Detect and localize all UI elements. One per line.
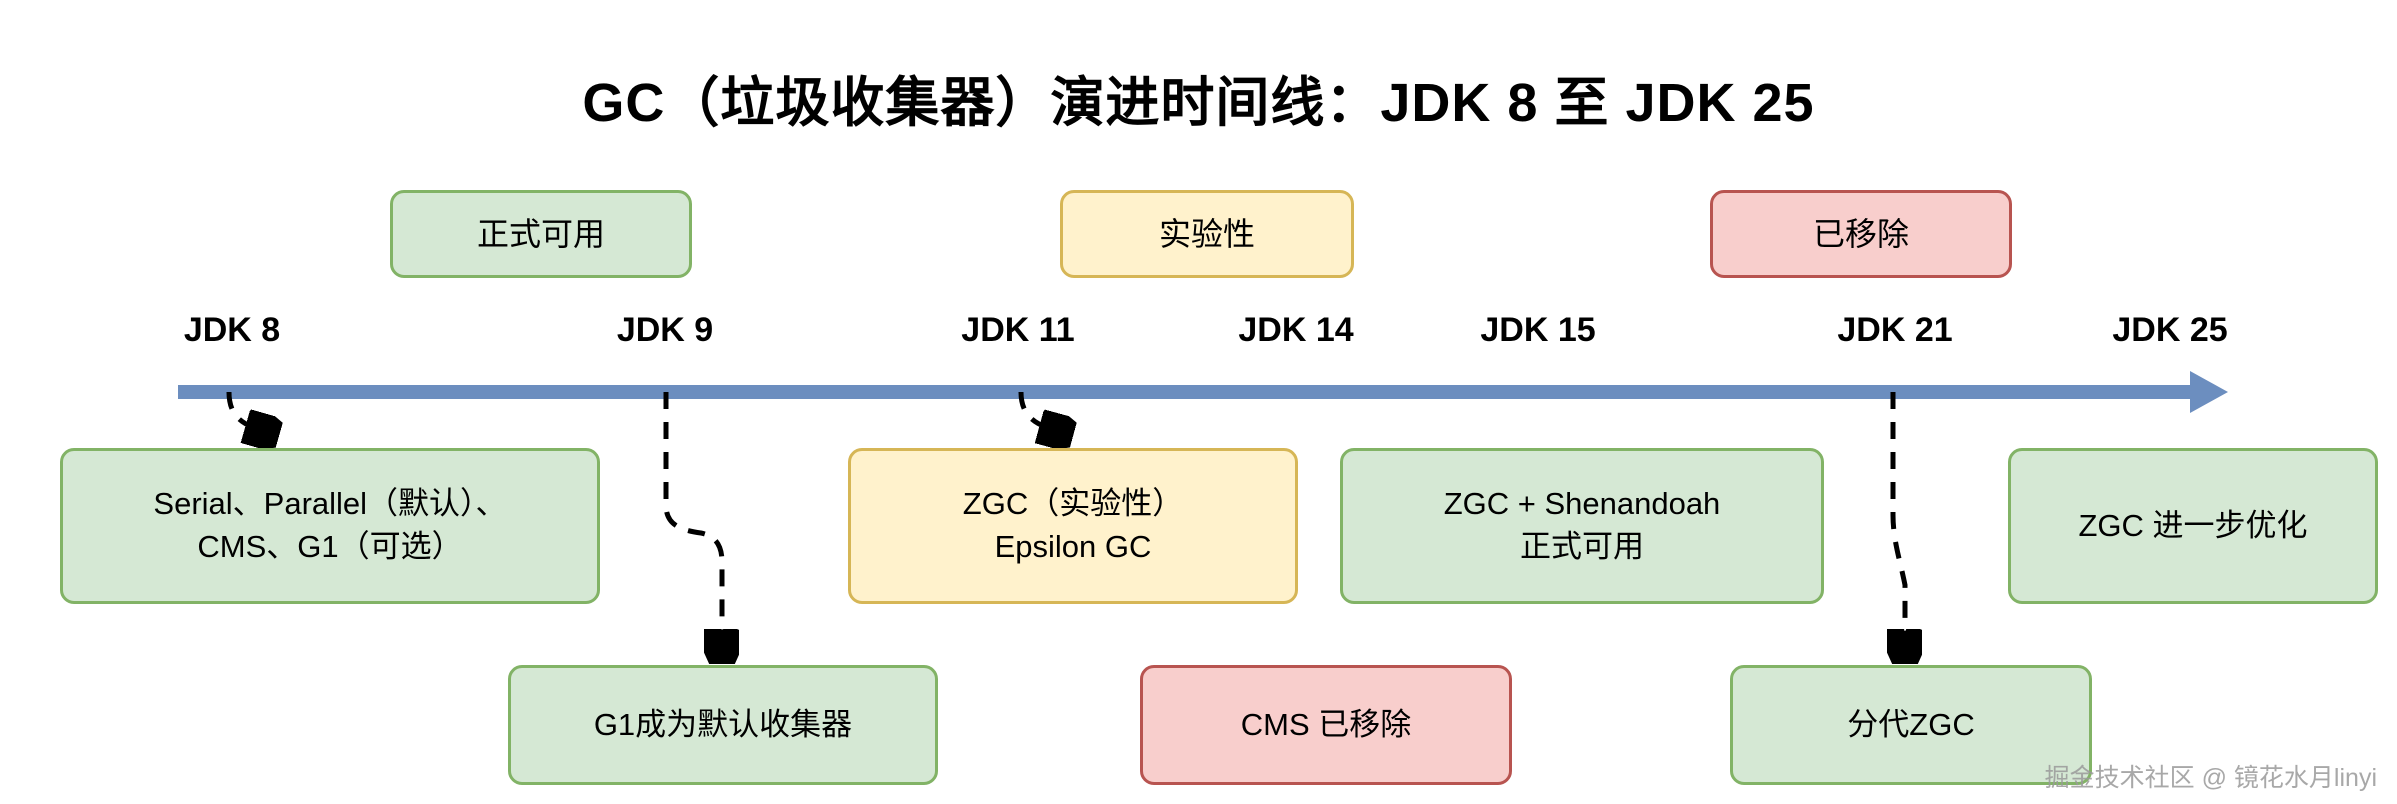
event-box-jdk25: ZGC 进一步优化 <box>2008 448 2378 604</box>
event-box-jdk15: ZGC + Shenandoah 正式可用 <box>1340 448 1824 604</box>
timeline-tick-jdk-21: JDK 21 <box>1837 311 1953 349</box>
event-label-jdk8: Serial、Parallel（默认）、 CMS、G1（可选） <box>153 486 507 564</box>
legend-label-removed: 已移除 <box>1812 215 1909 252</box>
event-box-jdk11: ZGC（实验性） Epsilon GC <box>848 448 1298 604</box>
page-title: GC（垃圾收集器）演进时间线：JDK 8 至 JDK 25 <box>582 73 1815 133</box>
watermark: 掘金技术社区 @ 镜花水月linyi <box>2044 764 2377 792</box>
timeline-tick-jdk-11: JDK 11 <box>961 311 1075 349</box>
event-label-jdk14: CMS 已移除 <box>1240 706 1412 742</box>
legend-label-available: 正式可用 <box>476 215 605 252</box>
timeline-arrow-icon <box>2190 371 2228 413</box>
timeline-tick-jdk-15: JDK 15 <box>1480 311 1596 349</box>
event-label-jdk9: G1成为默认收集器 <box>593 706 853 742</box>
legend-item-removed: 已移除 <box>1710 190 2012 278</box>
event-box-jdk14: CMS 已移除 <box>1140 665 1512 785</box>
event-label-jdk25: ZGC 进一步优化 <box>2078 507 2308 543</box>
event-label-jdk15: ZGC + Shenandoah 正式可用 <box>1443 486 1721 564</box>
timeline-axis-bar <box>178 385 2206 399</box>
event-box-jdk9: G1成为默认收集器 <box>508 665 938 785</box>
timeline-tick-jdk-14: JDK 14 <box>1238 311 1354 349</box>
event-box-jdk21: 分代ZGC <box>1730 665 2092 785</box>
connector-jdk9 <box>663 392 722 645</box>
legend-item-available: 正式可用 <box>390 190 692 278</box>
timeline-tick-jdk-8: JDK 8 <box>183 311 281 349</box>
event-label-jdk11: ZGC（实验性） Epsilon GC <box>962 486 1184 564</box>
event-box-jdk8: Serial、Parallel（默认）、 CMS、G1（可选） <box>60 448 600 604</box>
event-label-jdk21: 分代ZGC <box>1847 706 1975 742</box>
timeline-tick-jdk-25: JDK 25 <box>2112 311 2228 349</box>
legend-item-experimental: 实验性 <box>1060 190 1354 278</box>
timeline-tick-jdk-9: JDK 9 <box>616 311 714 349</box>
legend-label-experimental: 实验性 <box>1158 215 1255 252</box>
connector-jdk21 <box>1893 392 1905 645</box>
